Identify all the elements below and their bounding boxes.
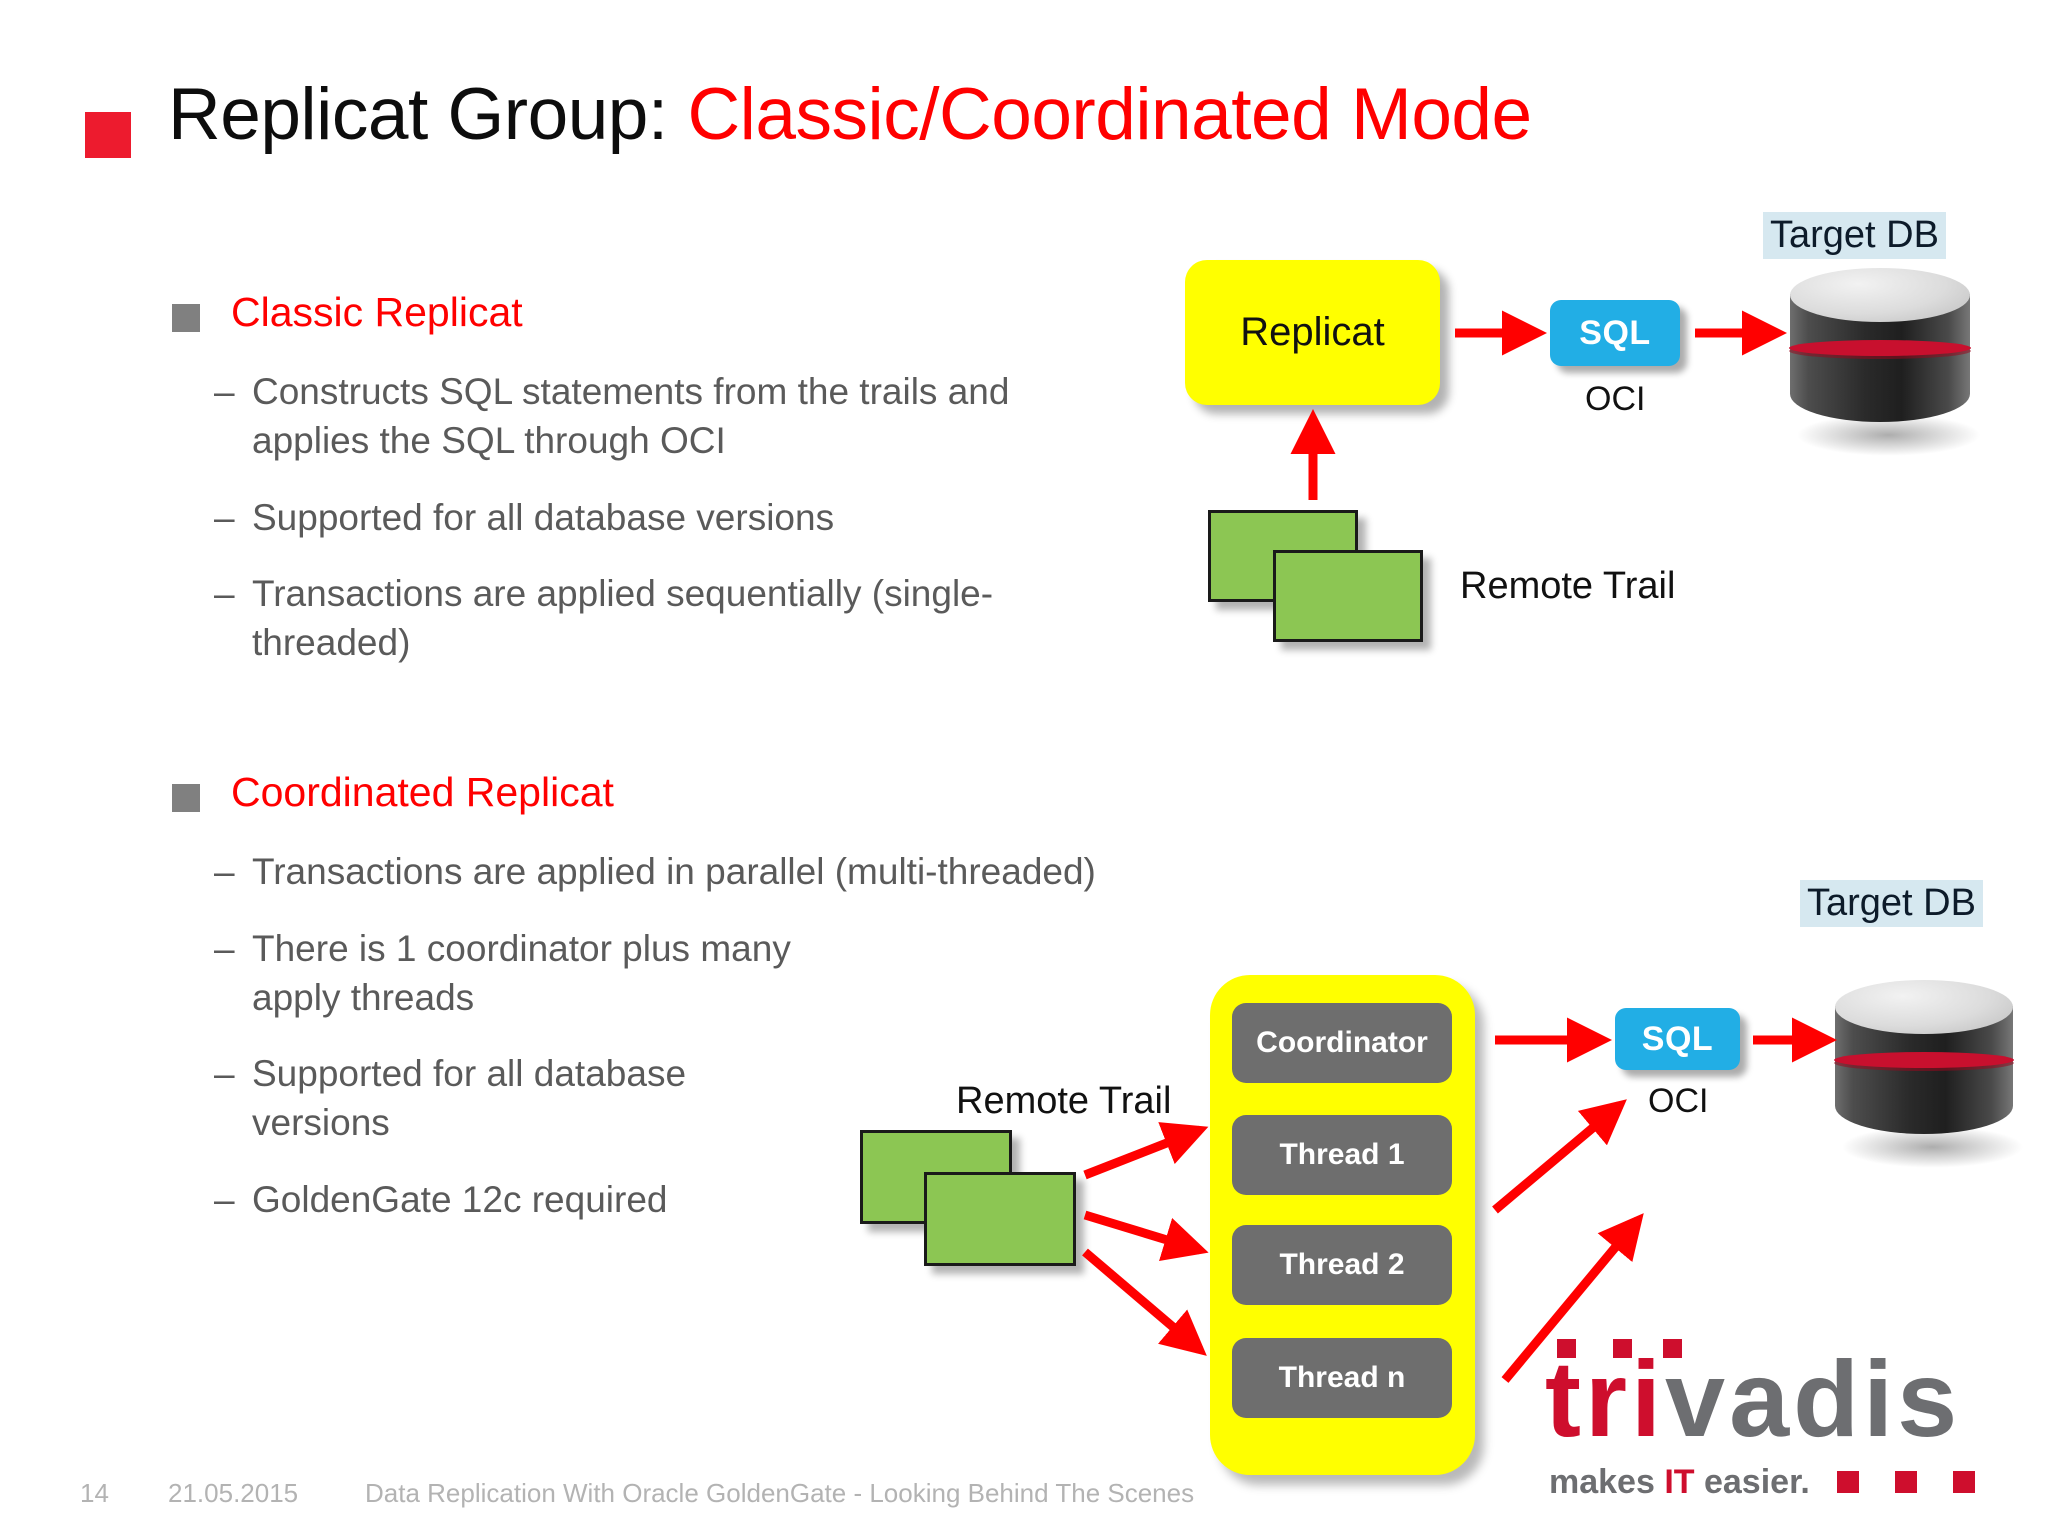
arrow-trail-to-thread-1 <box>1083 1122 1209 1180</box>
dash-icon: – <box>214 850 235 892</box>
oci-label: OCI <box>1648 1082 1709 1120</box>
list-item: – Supported for all database versions <box>214 1050 1032 1148</box>
coordinator-box: Coordinator <box>1232 1003 1452 1083</box>
section-classic-replicat: Classic Replicat – Constructs SQL statem… <box>172 289 1102 668</box>
logo-tagline-pre: makes <box>1549 1463 1665 1501</box>
logo-square-icon <box>1837 1471 1859 1493</box>
thread-n-label: Thread n <box>1278 1361 1406 1394</box>
title-accent-text: Classic/Coordinated Mode <box>687 74 1532 155</box>
list-item: – Supported for all database versions <box>214 494 1102 543</box>
cylinder-top <box>1835 980 2013 1034</box>
replicat-box-label: Replicat <box>1240 310 1385 354</box>
title-bullet-square <box>85 112 131 158</box>
list-item: – Transactions are applied in parallel (… <box>214 848 1096 897</box>
dash-icon: – <box>214 573 235 615</box>
cylinder-red-band <box>1789 340 1971 356</box>
slide-title-bar: Replicat Group: Classic/Coordinated Mode <box>0 48 2048 158</box>
list-item-text: Supported for all database versions <box>252 1053 687 1144</box>
section-heading-row: Coordinated Replicat <box>172 769 1032 816</box>
logo-name-red: tri <box>1545 1338 1665 1459</box>
coordinated-container: Coordinator Thread 1 Thread 2 Thread n <box>1210 975 1475 1475</box>
target-db-cylinder-icon <box>1789 268 1981 456</box>
logo-tagline: makes IT easier. <box>1549 1463 1810 1502</box>
dash-icon: – <box>214 927 235 969</box>
section-heading-row: Classic Replicat <box>172 289 1102 336</box>
remote-trail-label: Remote Trail <box>956 1080 1172 1122</box>
target-db-label: Target DB <box>1800 880 1983 927</box>
target-db-label: Target DB <box>1763 212 1946 259</box>
list-item-text: Supported for all database versions <box>252 496 835 538</box>
logo-square-icon <box>1953 1471 1975 1493</box>
logo-tagline-accent: IT <box>1664 1463 1695 1501</box>
list-item: – Transactions are applied sequentially … <box>214 570 1102 668</box>
arrow-trail-to-thread-n <box>1082 1248 1207 1356</box>
list-item-text: Transactions are applied in parallel (mu… <box>252 850 1096 892</box>
dash-icon: – <box>214 370 235 412</box>
thread-1-box: Thread 1 <box>1232 1115 1452 1195</box>
logo-square-icon <box>1895 1471 1917 1493</box>
classic-replicat-diagram: Target DB Replicat SQL OCI Remote Trail <box>1150 200 2010 740</box>
logo-wordmark: trivadis <box>1545 1345 1961 1453</box>
dash-icon: – <box>214 1179 235 1221</box>
thread-n-box: Thread n <box>1232 1338 1452 1418</box>
thread-1-label: Thread 1 <box>1279 1138 1405 1171</box>
logo-name-gray: vadis <box>1665 1338 1962 1459</box>
sql-badge-label: SQL <box>1579 313 1651 352</box>
cylinder-red-band <box>1834 1052 2014 1068</box>
sql-badge-label: SQL <box>1641 1019 1714 1058</box>
trail-page-front <box>1273 550 1423 642</box>
trail-page-front <box>924 1172 1076 1266</box>
target-db-cylinder-icon <box>1834 980 2024 1168</box>
title-main-text: Replicat Group: <box>168 74 688 155</box>
arrow-thread-2-to-oci <box>1492 1099 1627 1214</box>
section-heading: Coordinated Replicat <box>231 769 614 815</box>
list-item: – There is 1 coordinator plus many apply… <box>214 925 1032 1023</box>
replicat-box: Replicat <box>1185 260 1440 405</box>
logo-dot-icon <box>1663 1339 1682 1358</box>
footer-date: 21.05.2015 <box>168 1478 299 1508</box>
footer-presentation-title: Data Replication With Oracle GoldenGate … <box>365 1478 1195 1508</box>
logo-dot-icon <box>1613 1339 1632 1358</box>
bullet-square-icon <box>172 784 200 812</box>
list-item: – GoldenGate 12c required <box>214 1176 1032 1225</box>
sql-badge: SQL <box>1550 300 1680 366</box>
section-coordinated-replicat: Coordinated Replicat – Transactions are … <box>172 769 1096 1225</box>
list-item-text: GoldenGate 12c required <box>252 1179 668 1221</box>
coordinated-replicat-diagram: Target DB Remote Trail Coordinator Threa… <box>840 880 2040 1500</box>
logo-tagline-post: easier. <box>1694 1463 1810 1501</box>
list-item: – Constructs SQL statements from the tra… <box>214 368 1102 466</box>
thread-2-label: Thread 2 <box>1279 1248 1405 1281</box>
page-title: Replicat Group: Classic/Coordinated Mode <box>168 78 1532 151</box>
dash-icon: – <box>214 1053 235 1095</box>
remote-trail-label: Remote Trail <box>1460 565 1676 607</box>
list-item-text: Transactions are applied sequentially (s… <box>252 573 994 664</box>
dash-icon: – <box>214 496 235 538</box>
coordinator-label: Coordinator <box>1256 1026 1428 1059</box>
slide-footer: 14 21.05.2015 Data Replication With Orac… <box>0 1464 2048 1536</box>
section-heading: Classic Replicat <box>231 289 523 335</box>
cylinder-top <box>1790 268 1970 322</box>
list-item-text: Constructs SQL statements from the trail… <box>252 370 1010 461</box>
footer-page-number: 14 <box>80 1478 109 1508</box>
thread-2-box: Thread 2 <box>1232 1225 1452 1305</box>
oci-label: OCI <box>1585 380 1646 418</box>
bullet-square-icon <box>172 304 200 332</box>
sql-badge: SQL <box>1615 1008 1740 1070</box>
list-item-text: There is 1 coordinator plus many apply t… <box>252 927 791 1018</box>
arrow-trail-to-thread-2 <box>1083 1210 1209 1262</box>
trivadis-logo: trivadis makes IT easier. <box>1545 1339 2005 1510</box>
logo-dot-icon <box>1557 1339 1576 1358</box>
